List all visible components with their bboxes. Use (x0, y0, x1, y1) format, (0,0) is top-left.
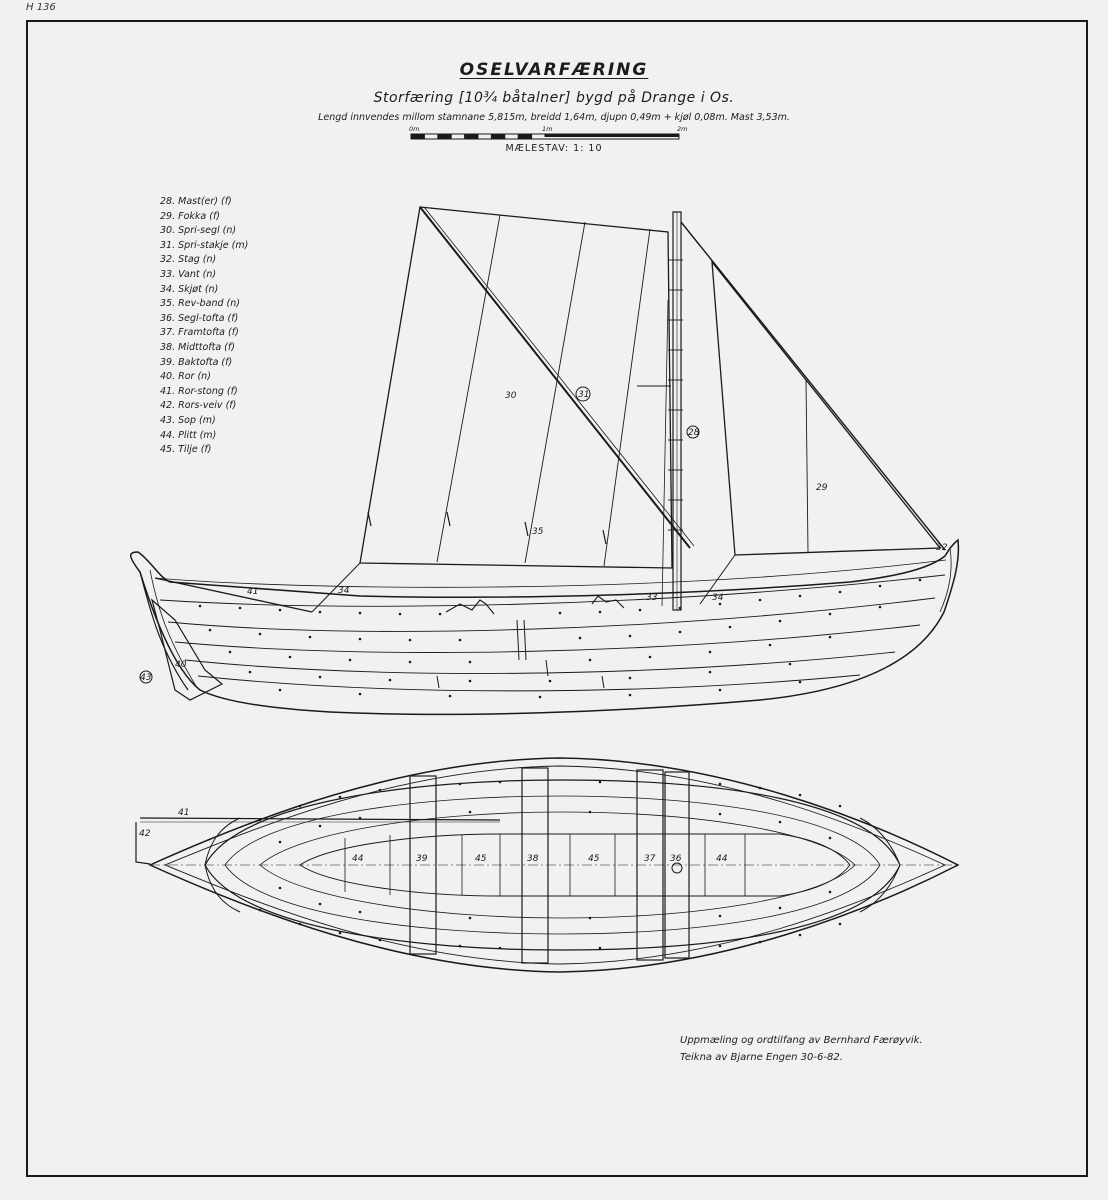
label-mast: 28 (688, 428, 700, 438)
label-scoop: 43 (140, 673, 152, 683)
tiller-profile (154, 577, 313, 613)
label-thwart-fore: 37 (644, 854, 656, 864)
legend-item: 44. Plitt (m) (160, 429, 217, 441)
legend-item: 28. Mast(er) (f) (160, 196, 232, 207)
scale-tick-0: 0m (409, 125, 420, 133)
scale-bar (410, 133, 680, 140)
label-plan-tiller: 41 (178, 808, 189, 818)
legend-item: 32. Stag (n) (160, 254, 217, 266)
label-thwart-aft: 39 (416, 854, 428, 864)
title-text: OSELVARFÆRING (459, 60, 649, 80)
legend-item: 43. Sop (m) (160, 414, 216, 426)
stay (680, 221, 946, 551)
reef-band (603, 228, 651, 567)
legend-item: 38. Midttofta (f) (160, 341, 235, 353)
label-jib: 29 (816, 483, 828, 493)
label-stay: 32 (936, 543, 948, 553)
tiller-plan (139, 817, 501, 821)
label-sprit: 31 (578, 390, 589, 400)
profile-rivets (198, 578, 922, 699)
legend-item: 35. Rev-band (n) (160, 298, 240, 310)
label-rudder: 40 (175, 660, 187, 670)
legend-item: 37. Framtofta (f) (160, 327, 239, 339)
legend-item: 40. Ror (n) (160, 371, 211, 383)
label-board-mid: 45 (588, 854, 600, 864)
legend-item: 39. Baktofta (f) (160, 356, 233, 368)
drawing-title: OSELVARFÆRING (0, 60, 1108, 80)
scale-tick-1: 1m (542, 125, 553, 133)
label-tiller: 41 (247, 587, 258, 597)
scale-tick-2: 2m (677, 125, 688, 133)
hull-profile (130, 538, 960, 716)
plan-view (135, 757, 960, 973)
credits-survey: Uppmæling og ordtilfang av Bernhard Færø… (680, 1035, 923, 1046)
reef-band (436, 214, 501, 563)
thwart-fore (636, 769, 664, 961)
sheet-code: H 136 (26, 2, 56, 13)
legend-item: 30. Spri-segl (n) (160, 225, 237, 237)
profile-view (130, 206, 960, 716)
label-board-aft: 45 (475, 854, 487, 864)
label-floor-fore: 44 (716, 854, 728, 864)
plan-rivets (258, 780, 842, 950)
dimensions-note: Lengd innvendes millom stamnane 5,815m, … (318, 112, 790, 123)
label-reef-band: 35 (532, 527, 544, 537)
legend-item: 36. Segl-tofta (f) (160, 312, 239, 324)
sheet-aft (311, 562, 361, 613)
drawing-subtitle: Storfæring [10¾ båtalner] bygd på Drange… (373, 90, 735, 106)
sprit-pole (419, 206, 691, 549)
label-sheet-aft: 34 (338, 586, 350, 596)
rudder-yoke (135, 822, 151, 865)
legend-item: 31. Spri-stakje (m) (160, 239, 249, 251)
shroud (661, 299, 669, 607)
credits: Uppmæling og ordtilfang av Bernhard Færø… (680, 1032, 923, 1066)
thwart-mid (521, 767, 549, 964)
sprit-sail (359, 206, 673, 569)
legend-item: 33. Vant (n) (160, 268, 217, 280)
rudder (150, 598, 224, 701)
label-plan-yoke: 42 (139, 829, 151, 839)
thwart-aft (409, 775, 437, 955)
label-floor-aft: 44 (352, 854, 364, 864)
parts-legend: 28. Mast(er) (f) 29. Fokka (f) 30. Spri-… (160, 195, 248, 458)
jib (711, 259, 942, 556)
reef-band (524, 221, 586, 564)
legend-item: 29. Fokka (f) (160, 210, 221, 222)
legend-item: 41. Ror-stong (f) (160, 385, 238, 397)
scale-label: MÆLESTAV: 1: 10 (505, 143, 603, 154)
legend-item: 42. Rors-veiv (f) (160, 400, 237, 412)
thwart-sail (664, 771, 690, 959)
label-thwart-mid: 38 (527, 854, 539, 864)
label-thwart-sail: 36 (670, 854, 682, 864)
label-shroud: 33 (646, 593, 658, 603)
drawing-frame (26, 20, 1088, 1177)
legend-item: 45. Tilje (f) (160, 444, 212, 456)
hull-plan-outer (148, 757, 960, 973)
mast-step (671, 862, 683, 874)
credits-drawn-by: Teikna av Bjarne Engen 30-6-82. (680, 1052, 843, 1063)
label-sheet-fore: 34 (712, 593, 724, 603)
label-sprit-sail: 30 (505, 391, 517, 401)
legend-item: 34. Skjøt (n) (160, 283, 219, 295)
